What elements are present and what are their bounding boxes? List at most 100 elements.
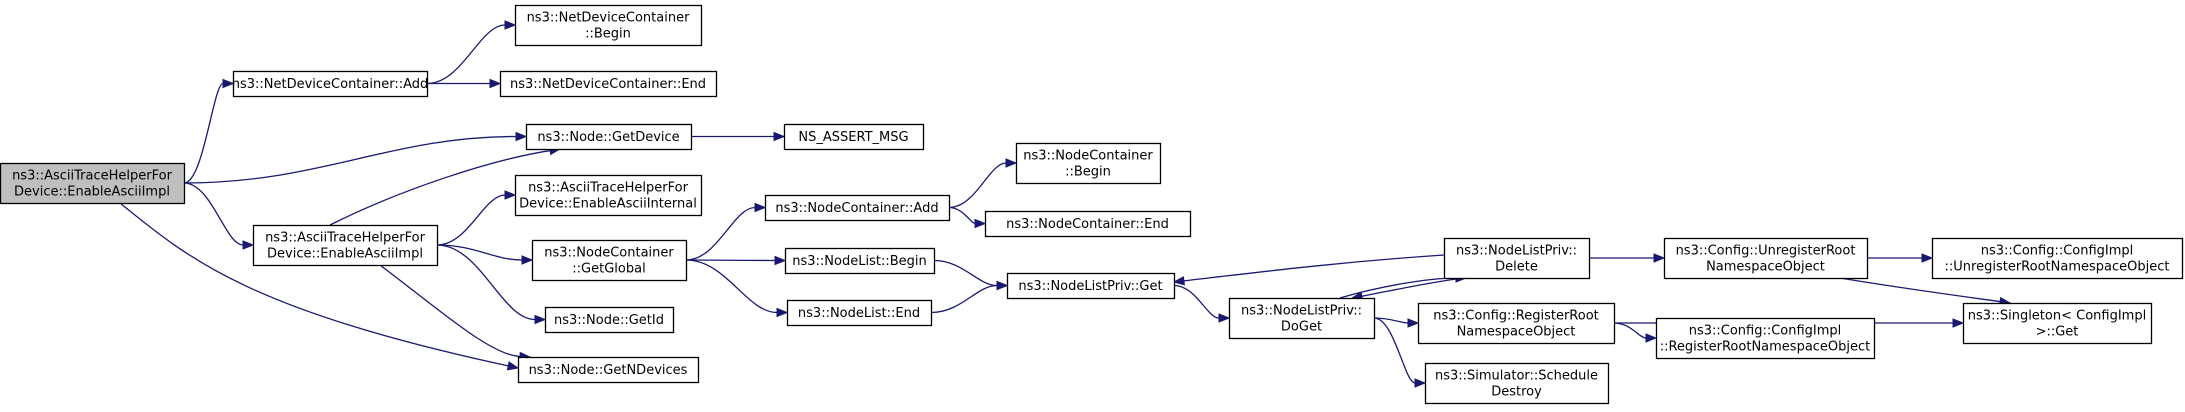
node-box (252, 224, 439, 267)
edge-root-to-node-getdevice (183, 131, 528, 184)
node-nl-begin[interactable]: ns3::NodeList::Begin (784, 247, 936, 275)
node-ndc-begin[interactable]: ns3::NetDeviceContainer::Begin (514, 4, 703, 47)
node-cfg-register[interactable]: ns3::Config::RegisterRootNamespaceObject (1417, 302, 1616, 345)
node-box (517, 356, 700, 384)
edge-line (1839, 277, 2001, 303)
node-nc-getglobal[interactable]: ns3::NodeContainer::GetGlobal (531, 239, 688, 282)
edge-line (436, 244, 523, 261)
edge-nl-end-to-nlp-get (930, 280, 1009, 314)
node-enable-ascii-internal[interactable]: ns3::AsciiTraceHelperForDevice::EnableAs… (514, 174, 703, 217)
edge-line (1373, 317, 1416, 384)
edge-line (436, 244, 536, 321)
node-label: ns3::NodeContainer (544, 246, 674, 261)
node-nc-begin[interactable]: ns3::NodeContainer::Begin (1015, 142, 1162, 185)
edge-line (119, 202, 509, 367)
node-box (544, 306, 675, 334)
node-singleton-get[interactable]: ns3::Singleton< ConfigImpl>::Get (1962, 302, 2153, 345)
node-box (514, 4, 703, 47)
edge-line (436, 194, 506, 246)
node-label: Delete (1495, 260, 1538, 275)
node-box (525, 123, 693, 151)
node-nlp-get[interactable]: ns3::NodeListPriv::Get (1006, 272, 1176, 300)
edge-line (948, 162, 1007, 209)
edge-line (1373, 317, 1409, 324)
edge-line (183, 135, 517, 184)
node-nc-add[interactable]: ns3::NodeContainer::Add (764, 194, 951, 222)
edge-ndc-add-to-ndc-begin (426, 20, 517, 85)
node-label: ns3::AsciiTraceHelperFor (265, 231, 426, 246)
edge-arrowhead (773, 131, 786, 142)
edge-nlp-doget-to-cfg-register (1373, 317, 1420, 328)
node-cfg-unregister[interactable]: ns3::Config::UnregisterRootNamespaceObje… (1663, 237, 1869, 280)
node-box (1015, 142, 1162, 185)
node-box (1655, 317, 1876, 360)
edge-nc-add-to-nc-begin (948, 158, 1018, 209)
node-label: ns3::NetDeviceContainer (527, 11, 691, 26)
edge-arrowhead (1407, 318, 1420, 328)
node-ns-assert[interactable]: NS_ASSERT_MSG (783, 123, 925, 151)
edge-arrowhead (1645, 333, 1658, 343)
node-label: ns3::Node::GetNDevices (529, 363, 688, 378)
edge-cfg-unregister-to-singleton-get (1839, 277, 2012, 307)
node-node-getdevice[interactable]: ns3::Node::GetDevice (525, 123, 693, 151)
node-node-getndevices[interactable]: ns3::Node::GetNDevices (517, 356, 700, 384)
node-label: Device::EnableAsciiImpl (267, 247, 423, 262)
node-ndc-end[interactable]: ns3::NetDeviceContainer::End (499, 70, 718, 98)
edge-line (379, 264, 521, 358)
node-label: ns3::Config::ConfigImpl (1981, 244, 2134, 259)
edge-arrowhead (1172, 276, 1185, 286)
edge-line (426, 24, 506, 85)
edge-ndc-add-to-ndc-end (427, 78, 502, 89)
node-label: ::GetGlobal (572, 262, 645, 277)
edge-arrowhead (489, 78, 502, 89)
node-box (786, 299, 933, 327)
edge-arrowhead (754, 202, 767, 213)
edge-nlp-delete-to-nlp-get (1172, 254, 1445, 286)
node-nlp-delete[interactable]: ns3::NodeListPriv::Delete (1443, 237, 1591, 280)
edge-nc-getglobal-to-nl-begin (685, 255, 787, 266)
node-box (764, 194, 951, 222)
edge-arrowhead (515, 131, 528, 142)
edge-line (1361, 277, 1465, 297)
node-root[interactable]: ns3::AsciiTraceHelperForDevice::EnableAs… (0, 162, 186, 205)
node-nl-end[interactable]: ns3::NodeList::End (786, 299, 933, 327)
node-box (1006, 272, 1176, 300)
node-cfgimpl-register[interactable]: ns3::Config::ConfigImpl::RegisterRootNam… (1655, 317, 1876, 360)
node-box (1228, 297, 1376, 340)
edge-nlp-delete-to-nlp-doget (1350, 277, 1465, 301)
node-label: NS_ASSERT_MSG (798, 130, 908, 145)
node-ndc-add[interactable]: ns3::NetDeviceContainer::Add (232, 70, 429, 98)
edge-enable-ascii-impl-to-node-getid (436, 244, 547, 325)
edge-arrowhead (521, 255, 534, 265)
node-label: ns3::NodeContainer::Add (775, 201, 938, 216)
node-box (984, 210, 1192, 238)
node-node-getid[interactable]: ns3::Node::GetId (544, 306, 675, 334)
node-nc-end[interactable]: ns3::NodeContainer::End (984, 210, 1192, 238)
edge-enable-ascii-impl-to-enable-ascii-internal (436, 190, 517, 246)
edge-nc-getglobal-to-nc-add (685, 202, 767, 261)
edge-line (685, 206, 756, 261)
node-nlp-doget[interactable]: ns3::NodeListPriv::DoGet (1228, 297, 1376, 340)
edge-nlp-doget-to-sim-schedule (1373, 317, 1427, 388)
edge-arrowhead (534, 314, 547, 325)
node-label: NamespaceObject (1706, 260, 1825, 275)
node-label: ns3::Singleton< ConfigImpl (1968, 309, 2146, 324)
node-label: ns3::NodeContainer (1023, 149, 1153, 164)
node-cfgimpl-unregister[interactable]: ns3::Config::ConfigImpl::UnregisterRootN… (1931, 237, 2184, 280)
edge-root-to-enable-ascii-impl (183, 182, 255, 250)
node-label: ns3::NodeContainer::End (1006, 217, 1169, 232)
edge-line (948, 206, 976, 225)
node-label: ns3::Config::RegisterRoot (1433, 309, 1599, 324)
node-label: ns3::Config::UnregisterRoot (1676, 244, 1856, 259)
node-box (514, 174, 703, 217)
edge-root-to-node-getndevices (119, 202, 520, 371)
node-label: ns3::Simulator::Schedule (1435, 369, 1598, 384)
node-enable-ascii-impl[interactable]: ns3::AsciiTraceHelperForDevice::EnableAs… (252, 224, 439, 267)
node-label: DoGet (1281, 320, 1322, 335)
node-label: ns3::NodeList::End (798, 306, 920, 321)
edge-line (685, 259, 778, 314)
node-label: ::UnregisterRootNamespaceObject (1945, 260, 2170, 275)
